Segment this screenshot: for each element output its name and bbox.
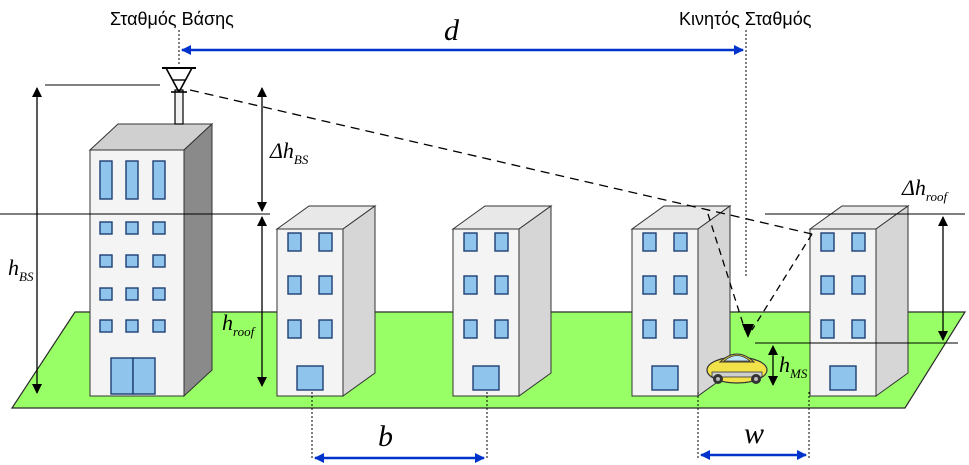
window <box>318 232 333 252</box>
base-station-building <box>88 122 214 398</box>
window <box>494 275 509 295</box>
window <box>494 319 509 339</box>
base-station-label: Σταθμός Βάσης <box>110 9 234 29</box>
window <box>673 275 688 295</box>
window <box>463 275 478 295</box>
reflected-ray <box>751 233 813 331</box>
distance-d-label: d <box>444 14 460 47</box>
door <box>829 365 857 391</box>
delta-h-roof-label: Δhroof <box>901 175 949 204</box>
diffracted-ray <box>707 213 746 331</box>
spacing-b-label: b <box>378 420 393 453</box>
building-4 <box>630 205 732 397</box>
mobile-station-label: Κινητός Σταθμός <box>679 9 812 29</box>
direct-ray <box>189 89 813 235</box>
window <box>463 319 478 339</box>
window <box>851 232 866 252</box>
door <box>110 357 156 395</box>
door <box>296 365 324 391</box>
window <box>673 319 688 339</box>
window <box>851 275 866 295</box>
ray-arrowhead <box>742 324 754 338</box>
window <box>673 232 688 252</box>
window <box>463 232 478 252</box>
window-grid <box>99 160 166 333</box>
window <box>287 232 302 252</box>
street-width-w-label: w <box>744 417 764 450</box>
building-3 <box>451 205 553 397</box>
building-2 <box>275 205 377 397</box>
window <box>287 275 302 295</box>
window <box>820 319 835 339</box>
antenna-icon <box>162 67 196 125</box>
window <box>642 319 657 339</box>
window <box>851 319 866 339</box>
row-buildings <box>275 205 910 397</box>
door <box>651 365 679 391</box>
window <box>642 275 657 295</box>
window <box>820 275 835 295</box>
window <box>287 319 302 339</box>
car-icon <box>706 353 768 384</box>
door <box>472 365 500 391</box>
h-bs-label: hBS <box>8 255 34 284</box>
window <box>494 232 509 252</box>
window <box>642 232 657 252</box>
window <box>318 319 333 339</box>
delta-h-bs-label: ΔhBS <box>269 138 309 167</box>
h-ms-label: hMS <box>779 352 808 381</box>
building-5 <box>808 205 910 397</box>
window <box>820 232 835 252</box>
window <box>318 275 333 295</box>
h-roof-label: hroof <box>222 310 257 339</box>
